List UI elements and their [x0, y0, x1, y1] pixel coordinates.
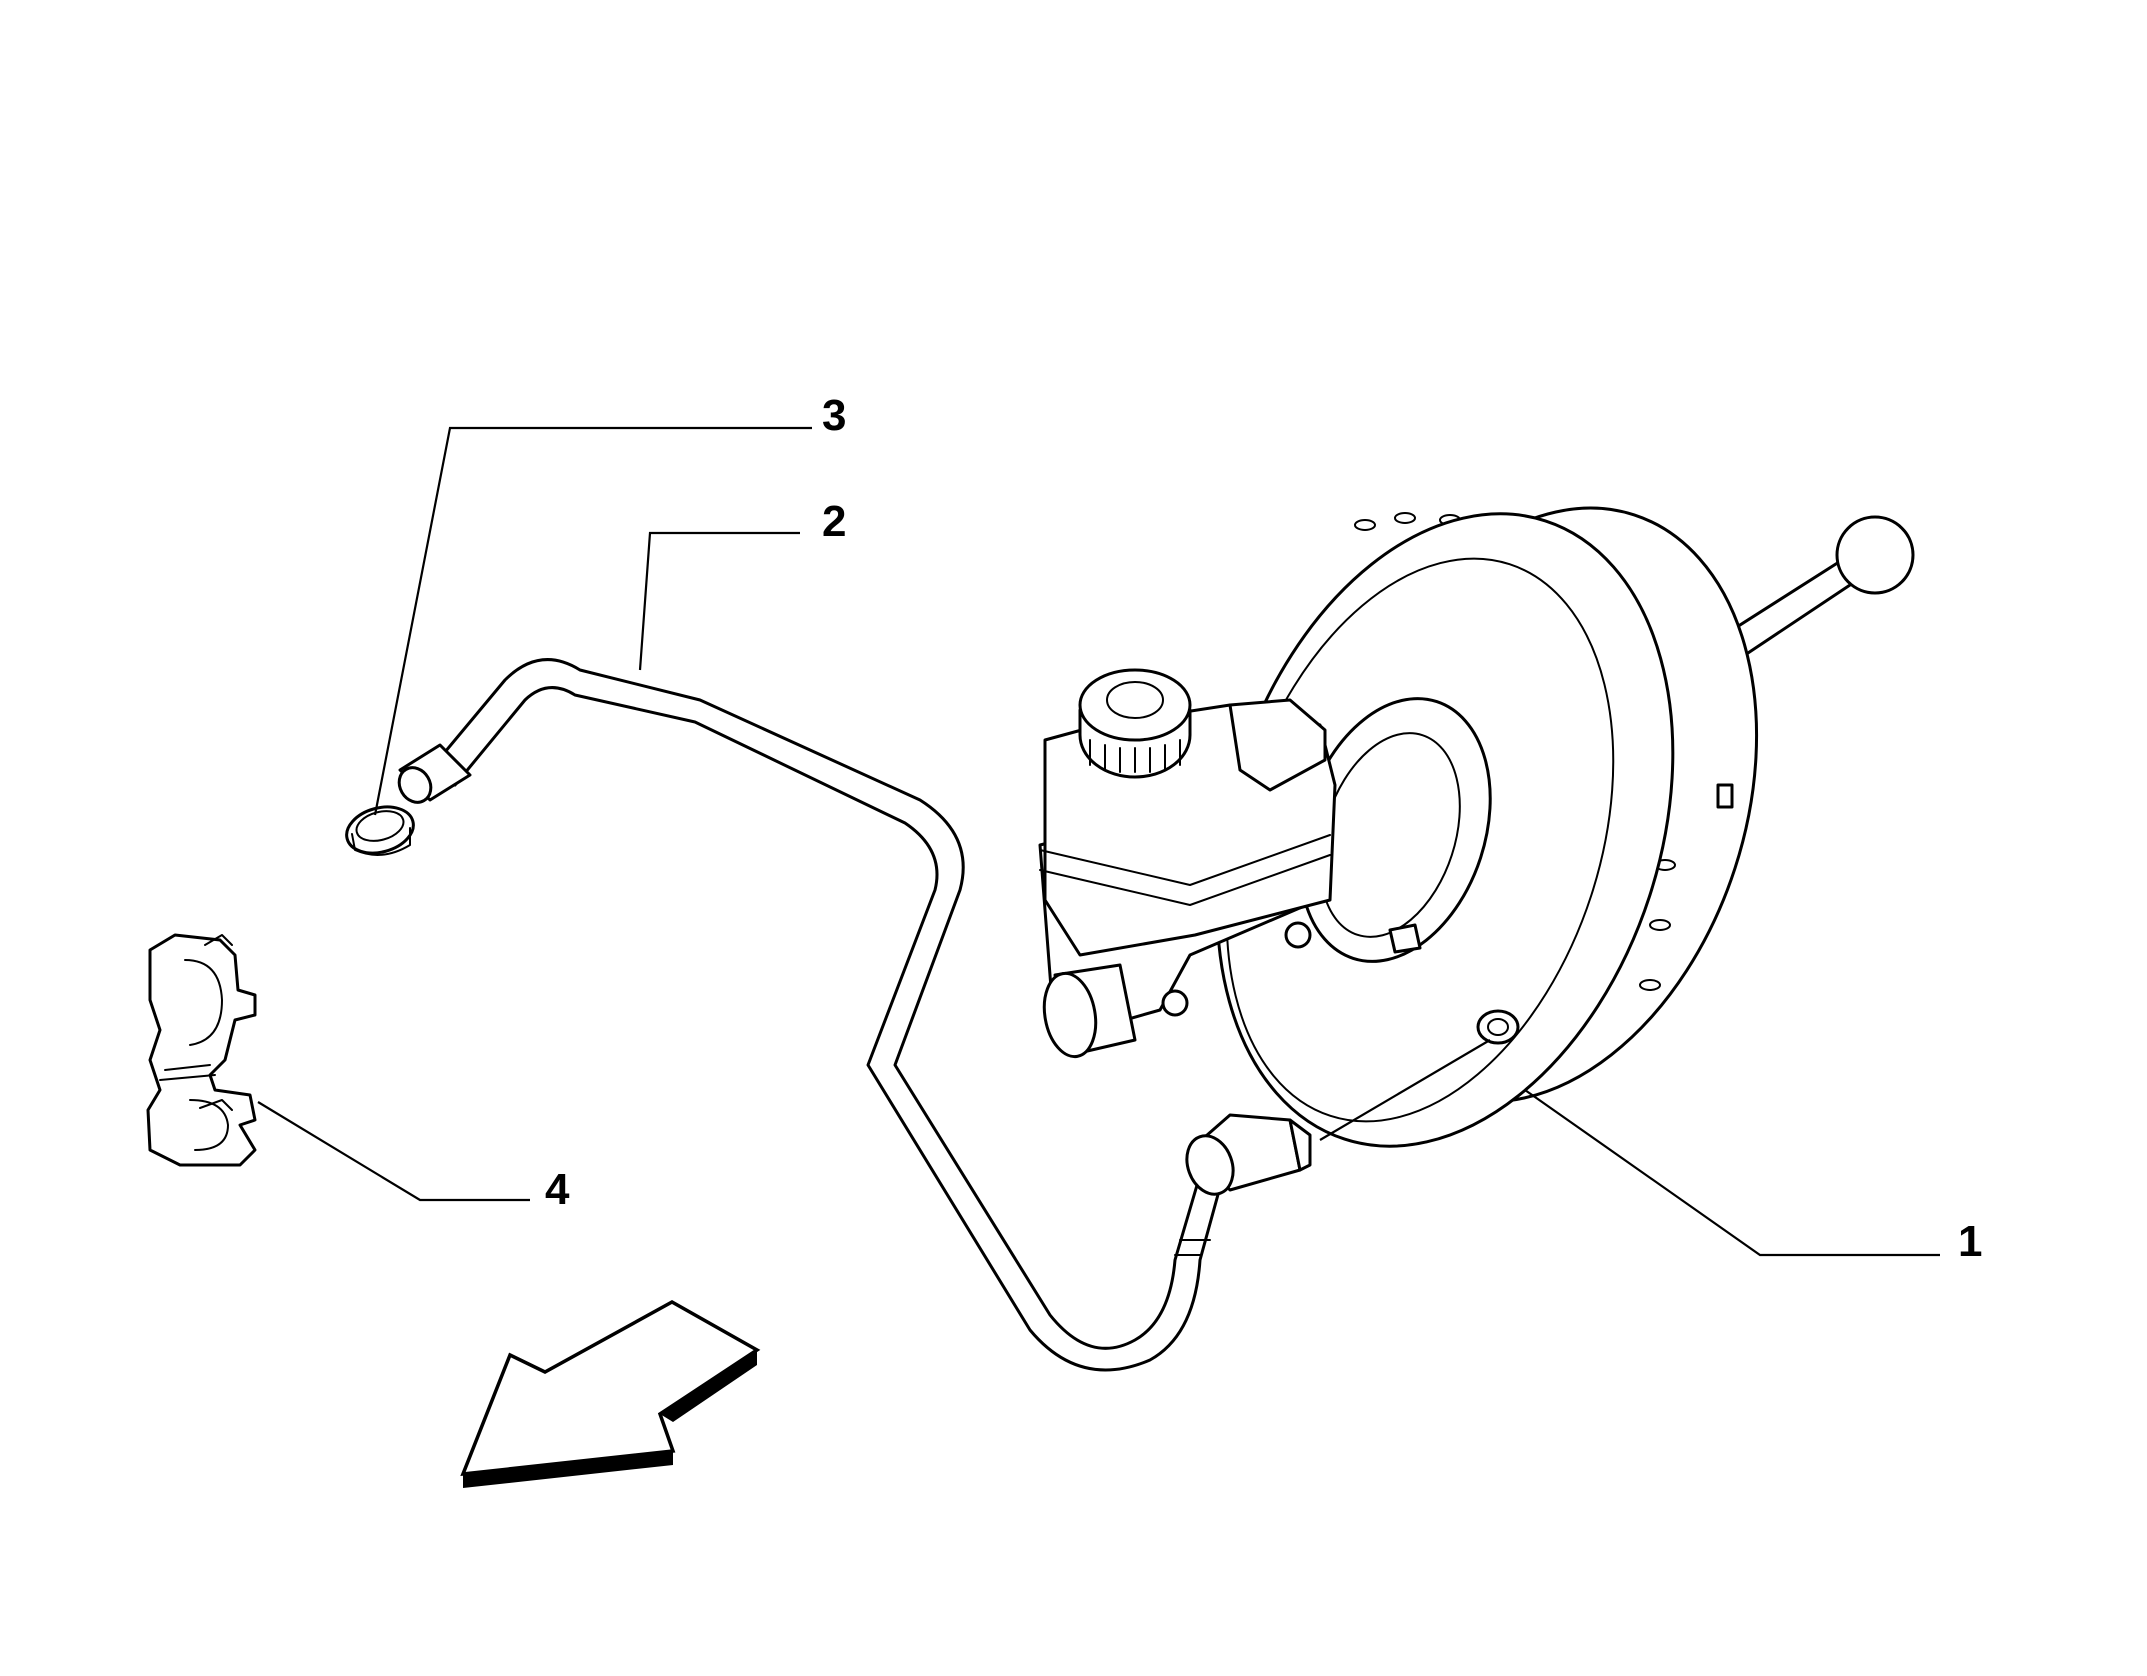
- hose-retaining-clip[interactable]: [146, 933, 257, 1167]
- leader-line-3: [373, 426, 812, 816]
- callout-label-1[interactable]: 1: [1958, 1217, 1982, 1266]
- callout-label-3[interactable]: 3: [822, 391, 846, 440]
- leader-line-1-port: [1319, 1039, 1491, 1141]
- brake-servo-assembly[interactable]: [1038, 452, 1915, 1206]
- callout-label-4[interactable]: 4: [545, 1165, 570, 1214]
- hose-clamp[interactable]: [341, 800, 418, 860]
- leader-line-4: [257, 1101, 530, 1202]
- direction-arrow-icon: [460, 1299, 761, 1488]
- callout-label-2[interactable]: 2: [822, 497, 846, 546]
- leader-line-2: [638, 531, 800, 671]
- vacuum-hose[interactable]: [393, 658, 1312, 1372]
- leader-line-1: [1524, 1089, 1940, 1257]
